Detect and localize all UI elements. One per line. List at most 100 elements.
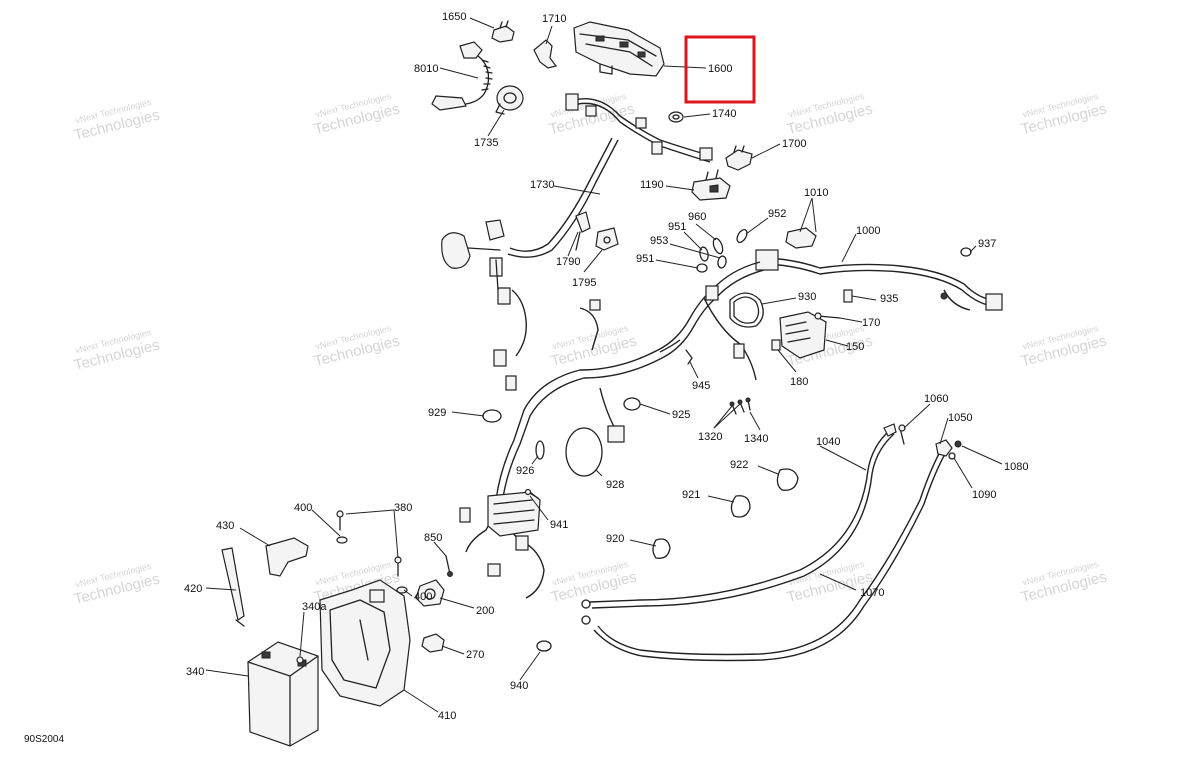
part-850-bolt[interactable] <box>445 555 453 577</box>
label-953[interactable]: 953 <box>650 235 668 247</box>
part-1740-grommet[interactable] <box>668 111 684 123</box>
label-410[interactable]: 410 <box>438 710 456 722</box>
label-930[interactable]: 930 <box>798 291 816 303</box>
label-922[interactable]: 922 <box>730 459 748 471</box>
label-150[interactable]: 150 <box>846 341 864 353</box>
part-420-strap[interactable] <box>221 547 245 627</box>
part-410-tray[interactable] <box>319 579 411 707</box>
label-920[interactable]: 920 <box>606 533 624 545</box>
label-1060[interactable]: 1060 <box>924 393 948 405</box>
label-430[interactable]: 430 <box>216 520 234 532</box>
label-8010[interactable]: 8010 <box>414 63 438 75</box>
label-1790[interactable]: 1790 <box>556 256 580 268</box>
label-1190[interactable]: 1190 <box>640 179 664 191</box>
label-420[interactable]: 420 <box>184 583 202 595</box>
part-929-cable-tie[interactable] <box>482 409 502 423</box>
part-940-tie[interactable] <box>536 640 552 652</box>
label-170[interactable]: 170 <box>862 317 880 329</box>
part-1700-connector[interactable] <box>725 145 753 171</box>
label-1070[interactable]: 1070 <box>860 587 884 599</box>
label-925[interactable]: 925 <box>672 409 690 421</box>
label-200[interactable]: 200 <box>476 605 494 617</box>
label-940[interactable]: 940 <box>510 680 528 692</box>
part-937-clip[interactable] <box>960 247 972 257</box>
label-941[interactable]: 941 <box>550 519 568 531</box>
part-430-holder[interactable] <box>265 537 309 577</box>
part-clips-951-960[interactable] <box>696 228 749 273</box>
label-1050[interactable]: 1050 <box>948 412 972 424</box>
part-central-harness[interactable] <box>493 261 765 505</box>
part-922-tie[interactable] <box>776 468 799 491</box>
label-1320[interactable]: 1320 <box>698 431 722 443</box>
part-1710-bracket[interactable] <box>533 39 558 69</box>
label-951-lower[interactable]: 951 <box>636 253 654 265</box>
label-1000[interactable]: 1000 <box>856 225 880 237</box>
label-850[interactable]: 850 <box>424 532 442 544</box>
part-1730-upper-harness[interactable] <box>441 93 713 305</box>
label-1340[interactable]: 1340 <box>744 433 768 445</box>
label-928[interactable]: 928 <box>606 479 624 491</box>
part-1080-nut[interactable] <box>954 440 962 448</box>
part-270-relay[interactable] <box>421 633 445 653</box>
label-926[interactable]: 926 <box>516 465 534 477</box>
label-1010[interactable]: 1010 <box>804 187 828 199</box>
part-1790-sensor[interactable] <box>575 211 591 251</box>
label-400-upper[interactable]: 400 <box>294 502 312 514</box>
part-150-fuse-box[interactable] <box>779 311 827 359</box>
part-1000-main-harness[interactable] <box>755 249 1003 311</box>
label-1700[interactable]: 1700 <box>782 138 806 150</box>
part-170-screw[interactable] <box>814 312 841 320</box>
part-1090-washer[interactable] <box>948 452 956 460</box>
part-1070-cable[interactable] <box>581 447 947 662</box>
label-1600[interactable]: 1600 <box>708 63 732 75</box>
part-1650-switch[interactable] <box>491 20 515 43</box>
part-935-fuse[interactable] <box>843 289 853 303</box>
label-1740[interactable]: 1740 <box>712 108 736 120</box>
label-935[interactable]: 935 <box>880 293 898 305</box>
part-1060-bolt[interactable] <box>898 424 906 445</box>
part-400-washer-lower[interactable] <box>396 586 408 594</box>
part-1600-instrument-cluster[interactable] <box>573 21 665 77</box>
label-1090[interactable]: 1090 <box>972 489 996 501</box>
label-380[interactable]: 380 <box>394 502 412 514</box>
part-1010-bracket[interactable] <box>785 227 817 249</box>
label-180[interactable]: 180 <box>790 376 808 388</box>
label-945[interactable]: 945 <box>692 380 710 392</box>
part-945-clip[interactable] <box>685 349 693 365</box>
part-941-bolt[interactable] <box>524 488 539 499</box>
part-1795-module[interactable] <box>595 227 619 251</box>
label-1650[interactable]: 1650 <box>442 11 466 23</box>
part-920-tie[interactable] <box>652 538 671 559</box>
label-1795[interactable]: 1795 <box>572 277 596 289</box>
part-926-tie[interactable] <box>535 440 545 460</box>
label-340a[interactable]: 340a <box>302 601 327 613</box>
label-921[interactable]: 921 <box>682 489 700 501</box>
part-340-battery[interactable] <box>247 641 319 747</box>
label-1040[interactable]: 1040 <box>816 436 840 448</box>
label-929[interactable]: 929 <box>428 407 446 419</box>
part-lower-harness-module[interactable] <box>459 491 545 599</box>
label-952[interactable]: 952 <box>768 208 786 220</box>
part-921-tie[interactable] <box>730 495 751 518</box>
part-1735-round-switch[interactable] <box>495 85 524 115</box>
label-1735[interactable]: 1735 <box>474 137 498 149</box>
label-270[interactable]: 270 <box>466 649 484 661</box>
label-1080[interactable]: 1080 <box>1004 461 1028 473</box>
part-1190-relay[interactable] <box>691 169 731 201</box>
part-930-gasket[interactable] <box>729 292 764 328</box>
label-340[interactable]: 340 <box>186 666 204 678</box>
part-928-loop[interactable] <box>565 427 603 477</box>
part-8010-lanyard-key[interactable] <box>431 41 493 111</box>
part-1040-cable[interactable] <box>581 423 897 609</box>
label-1730[interactable]: 1730 <box>530 179 554 191</box>
part-200-solenoid[interactable] <box>415 579 445 607</box>
part-1320-1340-screws[interactable] <box>729 397 751 415</box>
label-960[interactable]: 960 <box>688 211 706 223</box>
part-340a-nut[interactable] <box>296 656 304 664</box>
part-180-relay[interactable] <box>771 339 781 351</box>
label-937[interactable]: 937 <box>978 238 996 250</box>
label-1710[interactable]: 1710 <box>542 13 566 25</box>
label-400-lower[interactable]: 400 <box>414 591 432 603</box>
part-925-cable-tie[interactable] <box>623 397 641 411</box>
label-951-upper[interactable]: 951 <box>668 221 686 233</box>
